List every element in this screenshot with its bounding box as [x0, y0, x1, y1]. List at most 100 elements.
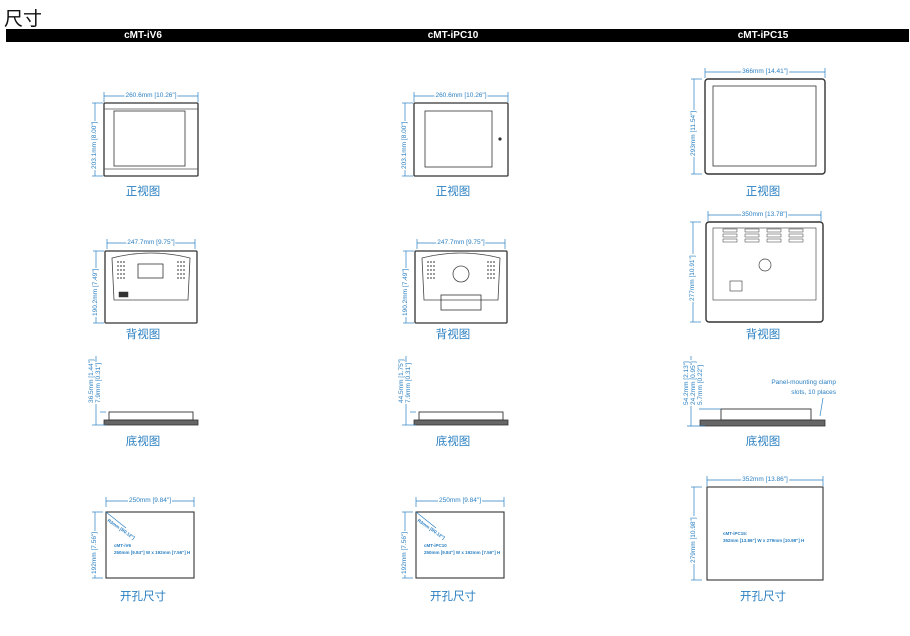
front-view-bezel	[413, 102, 509, 177]
vent-hole	[490, 273, 492, 275]
page-title: 尺寸	[4, 8, 43, 30]
column-header-cmt-ipc10: cMT-iPC10	[427, 30, 479, 41]
vent-hole	[183, 265, 185, 267]
mounting-slot	[744, 233, 760, 238]
width-dimension: 366mm [14.41"]	[741, 68, 789, 75]
note-leader	[819, 397, 824, 417]
radius-leader	[105, 511, 127, 529]
width-dimension: 247.7mm [9.75"]	[436, 239, 486, 246]
port-block	[729, 280, 743, 292]
vent-hole	[180, 273, 182, 275]
vent-hole	[123, 273, 125, 275]
vent-hole	[433, 273, 435, 275]
vent-hole	[490, 277, 492, 279]
vent-hole	[120, 265, 122, 267]
mounting-slot	[744, 238, 760, 243]
vent-hole	[177, 277, 179, 279]
bottom-dimension: 7.9mm [0.31"]	[405, 361, 412, 404]
width-dimension: 260.6mm [10.26"]	[434, 92, 488, 99]
bottom-view-body	[108, 411, 194, 421]
vent-hole	[180, 269, 182, 271]
vent-hole	[123, 269, 125, 271]
vent-hole	[493, 265, 495, 267]
front-view-bezel	[704, 78, 826, 175]
bottom-view-bezel	[699, 419, 826, 427]
back-view-housing	[104, 250, 198, 324]
bottom-dimension: 36.5mm [1.44"]	[88, 358, 95, 404]
mounting-slot	[788, 228, 804, 233]
bottom-view-bezel	[413, 419, 509, 426]
radius-leader	[415, 511, 437, 529]
mounting-slot	[788, 233, 804, 238]
vent-hole	[490, 265, 492, 267]
vent-hole	[430, 261, 432, 263]
usb-port-icon	[118, 291, 129, 298]
front-view-caption: 正视图	[125, 184, 161, 198]
clamp-slots-note: Panel-mounting clamp slots, 10 places	[771, 379, 836, 396]
front-view-screen	[712, 85, 817, 167]
vent-hole	[430, 273, 432, 275]
bottom-view-caption: 底视图	[745, 434, 781, 448]
bottom-dimension: 54.2mm [2.13"]	[683, 360, 690, 406]
vent-hole	[493, 277, 495, 279]
front-view-caption: 正视图	[745, 184, 781, 198]
column-header-cmt-ipc15: cMT-iPC15	[737, 30, 789, 41]
cutout-model-label: cMT-iPC15:	[723, 531, 748, 536]
mounting-slot	[766, 238, 782, 243]
vent-hole	[180, 265, 182, 267]
bottom-dimension: 5.7mm [0.22"]	[697, 363, 704, 406]
mounting-slot	[744, 228, 760, 233]
back-view-housing	[414, 250, 508, 324]
vent-hole	[487, 261, 489, 263]
width-dimension: 352mm [13.86"]	[741, 476, 789, 483]
vent-hole	[490, 269, 492, 271]
front-view-caption: 正视图	[435, 184, 471, 198]
vent-hole	[120, 277, 122, 279]
fan-vent-icon	[452, 265, 470, 283]
bottom-view-caption: 底视图	[125, 434, 161, 448]
vent-hole	[433, 261, 435, 263]
vent-hole	[177, 261, 179, 263]
vent-hole	[493, 269, 495, 271]
vent-hole	[123, 277, 125, 279]
cutout-size-label: 250mm [9.84"] W x 192mm [7.56"] H	[114, 550, 191, 555]
back-view-cover	[421, 252, 501, 301]
cutout-model-label: cMT-iPC10	[424, 543, 447, 548]
mounting-slot	[722, 228, 738, 233]
height-dimension: 277mm [10.91"]	[689, 254, 696, 302]
mounting-slot	[722, 238, 738, 243]
back-view-port-block	[440, 294, 482, 311]
fan-vent-icon	[758, 258, 772, 272]
height-dimension: 192mm [7.56"]	[91, 530, 98, 575]
vent-hole	[433, 269, 435, 271]
vent-hole	[490, 261, 492, 263]
vent-hole	[487, 273, 489, 275]
vent-hole	[177, 269, 179, 271]
front-view-screen	[113, 110, 186, 167]
vent-hole	[427, 269, 429, 271]
power-led-icon	[498, 137, 502, 141]
width-dimension: 250mm [9.84"]	[127, 497, 173, 504]
bottom-view-body	[418, 411, 504, 421]
cutout-size-label: 250mm [9.84"] W x 192mm [7.56"] H	[424, 550, 501, 555]
cutout-caption: 开孔尺寸	[430, 589, 476, 603]
back-view-cover	[111, 252, 191, 301]
vent-hole	[433, 265, 435, 267]
back-view-caption: 背视图	[435, 327, 471, 341]
back-view-label-plate	[137, 263, 164, 279]
height-dimension: 203.1mm [8.00"]	[401, 120, 408, 170]
bottom-dimension: 7.9mm [0.31"]	[95, 361, 102, 404]
vent-hole	[487, 277, 489, 279]
vent-hole	[183, 277, 185, 279]
panel-cutout-outline	[105, 511, 195, 579]
width-dimension: 350mm [13.78"]	[740, 211, 789, 218]
vent-hole	[430, 277, 432, 279]
mounting-slot	[788, 238, 804, 243]
vent-hole	[123, 261, 125, 263]
vent-hole	[120, 261, 122, 263]
model-header-bar: cMT-iV6 cMT-iPC10 cMT-iPC15	[6, 29, 909, 42]
width-dimension: 260.6mm [10.26"]	[124, 92, 178, 99]
vent-hole	[427, 265, 429, 267]
front-view-screen	[424, 110, 493, 168]
vent-hole	[117, 261, 119, 263]
